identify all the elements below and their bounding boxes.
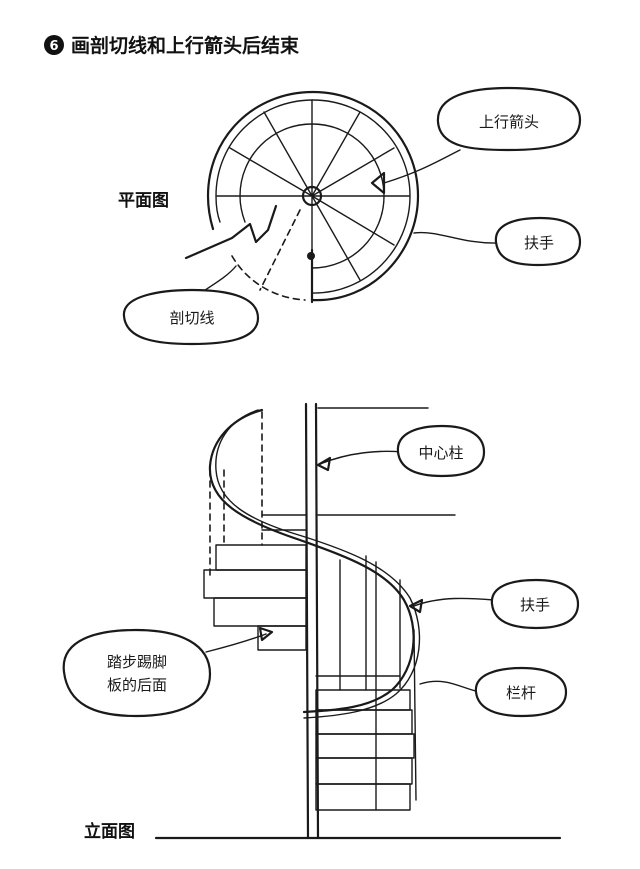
plan-heading: 平面图: [118, 191, 169, 211]
leader-baluster: [419, 680, 481, 693]
plan-dashed-arc: [231, 255, 306, 301]
bubble-plan-handrail: 扶手: [494, 216, 582, 267]
plan-leader-up-arrow: [383, 149, 461, 184]
front-treads: [315, 675, 415, 811]
label-plan-handrail: 扶手: [524, 234, 554, 252]
front-balusters: [339, 555, 417, 811]
plan-section-break: [184, 204, 278, 260]
label-center-column: 中心柱: [418, 444, 463, 462]
plan-outer-circle-inner: [215, 99, 411, 294]
label-up-arrow: 上行箭头: [479, 113, 539, 131]
elevation-handrail-inner: [215, 409, 421, 719]
arrow-center-column: [316, 456, 332, 472]
arrow-tread-riser: [258, 626, 274, 642]
plan-outer-circle: [206, 90, 420, 302]
plan-up-arrow: [370, 171, 386, 195]
bubble-elevation-handrail: 扶手: [490, 578, 580, 630]
step-number-badge: [44, 35, 64, 55]
arrow-elevation-handrail: [408, 598, 424, 614]
bubble-up-arrow: 上行箭头: [436, 86, 582, 152]
plan-tread-lines: [216, 99, 410, 294]
plan-dashed-line: [259, 209, 301, 291]
elevation-handrail: [208, 408, 415, 714]
center-column-left: [304, 402, 310, 840]
plan-leader-handrail: [413, 231, 499, 244]
plan-middle-ring: [239, 123, 385, 269]
label-tread-riser-line2: 板的后面: [107, 676, 167, 694]
elevation-heading: 立面图: [84, 821, 135, 842]
elevation-view: 立面图: [62, 402, 580, 842]
label-baluster: 栏杆: [506, 684, 536, 702]
leader-elevation-handrail: [413, 597, 495, 607]
leader-center-column: [319, 450, 403, 465]
plan-center-column: [301, 185, 323, 207]
leader-tread-riser: [205, 633, 267, 653]
label-tread-riser-line1: 踏步踢脚: [107, 653, 167, 671]
label-elevation-handrail: 扶手: [520, 596, 550, 614]
step-title: 6 画剖切线和上行箭头后结束: [44, 34, 300, 57]
bubble-tread-riser: 踏步踢脚 板的后面: [62, 628, 212, 718]
center-column-right: [314, 402, 320, 840]
step-title-text: 画剖切线和上行箭头后结束: [71, 34, 300, 57]
plan-dot: [307, 252, 315, 260]
bubble-section-line: 剖切线: [122, 288, 260, 346]
label-section-line: 剖切线: [169, 309, 214, 327]
bubble-baluster: 栏杆: [474, 666, 568, 718]
step-number: 6: [49, 39, 58, 54]
bubble-center-column: 中心柱: [396, 424, 486, 478]
plan-view: 平面图: [118, 86, 582, 346]
back-treads: [203, 514, 307, 651]
